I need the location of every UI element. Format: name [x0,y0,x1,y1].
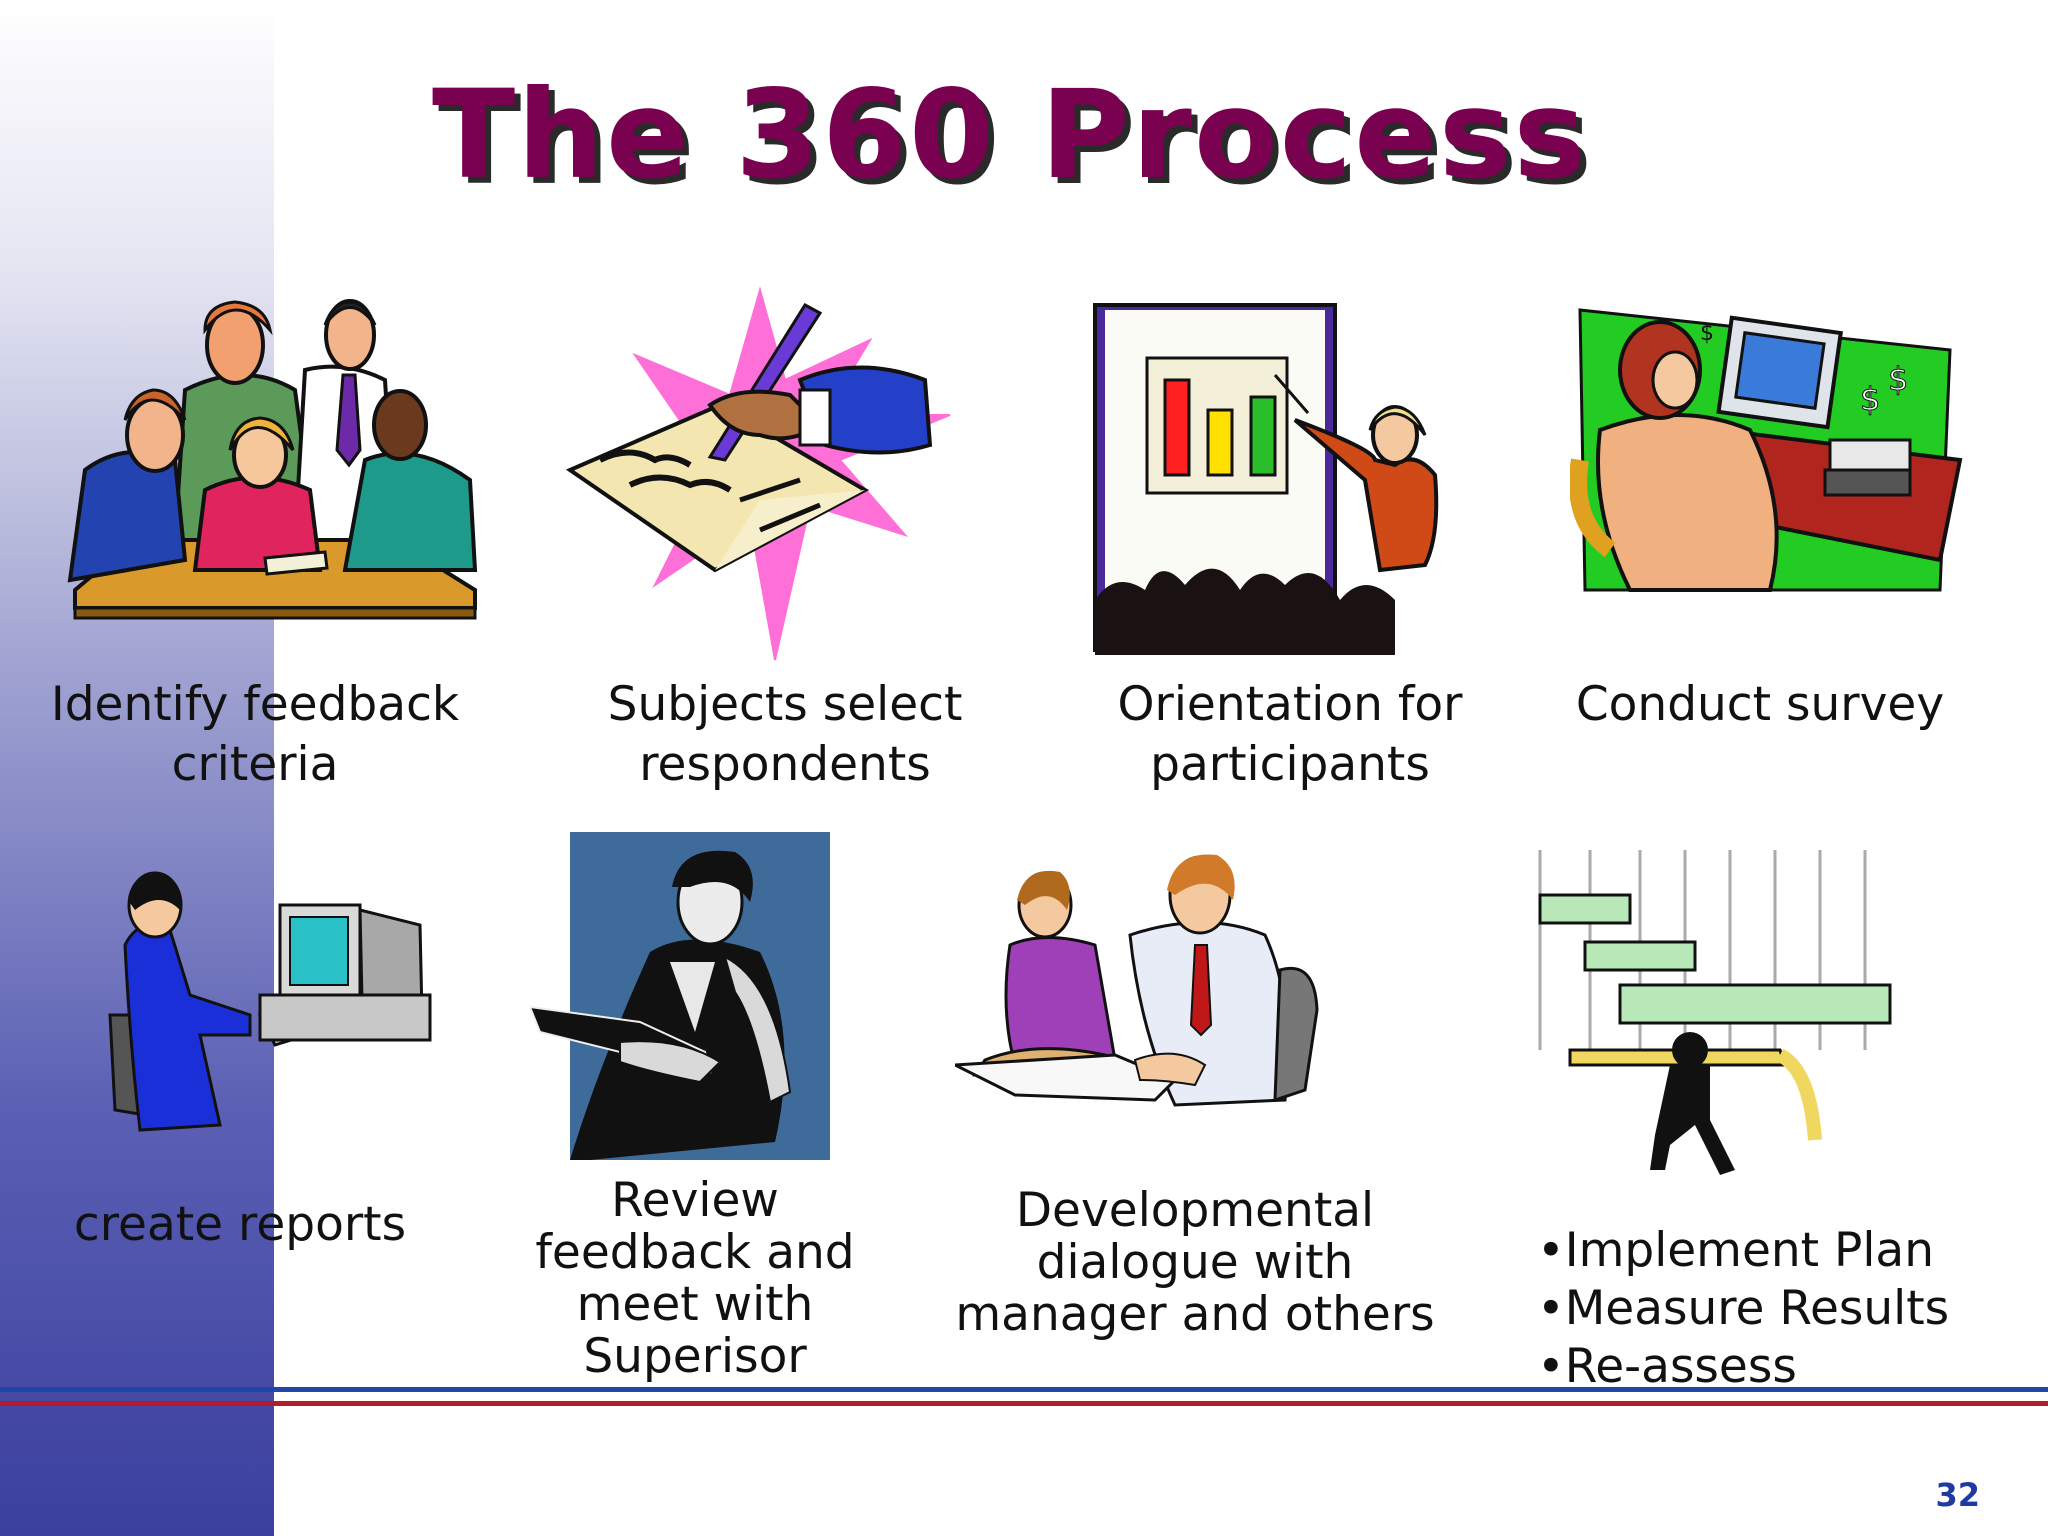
step-caption-create-reports: create reports [73,1197,407,1252]
step-caption-developmental: Developmental dialogue with manager and … [955,1183,1435,1342]
svg-text:$: $ [1888,360,1908,398]
step-bullets-implement: •Implement Plan •Measure Results •Re-ass… [1537,1222,1977,1396]
person-at-computer-icon [108,871,432,1132]
presentation-chart-icon [1093,303,1439,655]
step-caption-conduct-survey: Conduct survey [1575,677,1945,732]
bullet-measure-results: •Measure Results [1537,1281,1950,1336]
two-people-discussion-icon [955,854,1319,1107]
team-meeting-icon [67,299,478,620]
computer-survey-icon: $ $ $ [1570,308,1963,592]
svg-text:$: $ [1860,380,1880,418]
step-caption-orientation: Orientation for participants [1117,677,1463,792]
page-number: 32 [1935,1476,1980,1514]
svg-text:$: $ [1700,321,1714,346]
slide-title: The 360 Process [431,64,1589,206]
bullet-implement-plan: •Implement Plan [1537,1223,1935,1278]
step-caption-identify: Identify feedback criteria [50,677,460,792]
sidebar-gradient [0,0,274,1536]
bullet-reassess: •Re-assess [1537,1339,1797,1394]
step-caption-review: Review feedback and meet with Superisor [535,1173,855,1384]
signing-document-icon [565,286,951,661]
divider-blue [0,1387,2048,1392]
divider-red [0,1401,2048,1406]
gantt-measure-icon [1538,850,1892,1175]
reading-book-icon [530,832,830,1160]
step-caption-subjects: Subjects select respondents [607,677,963,792]
